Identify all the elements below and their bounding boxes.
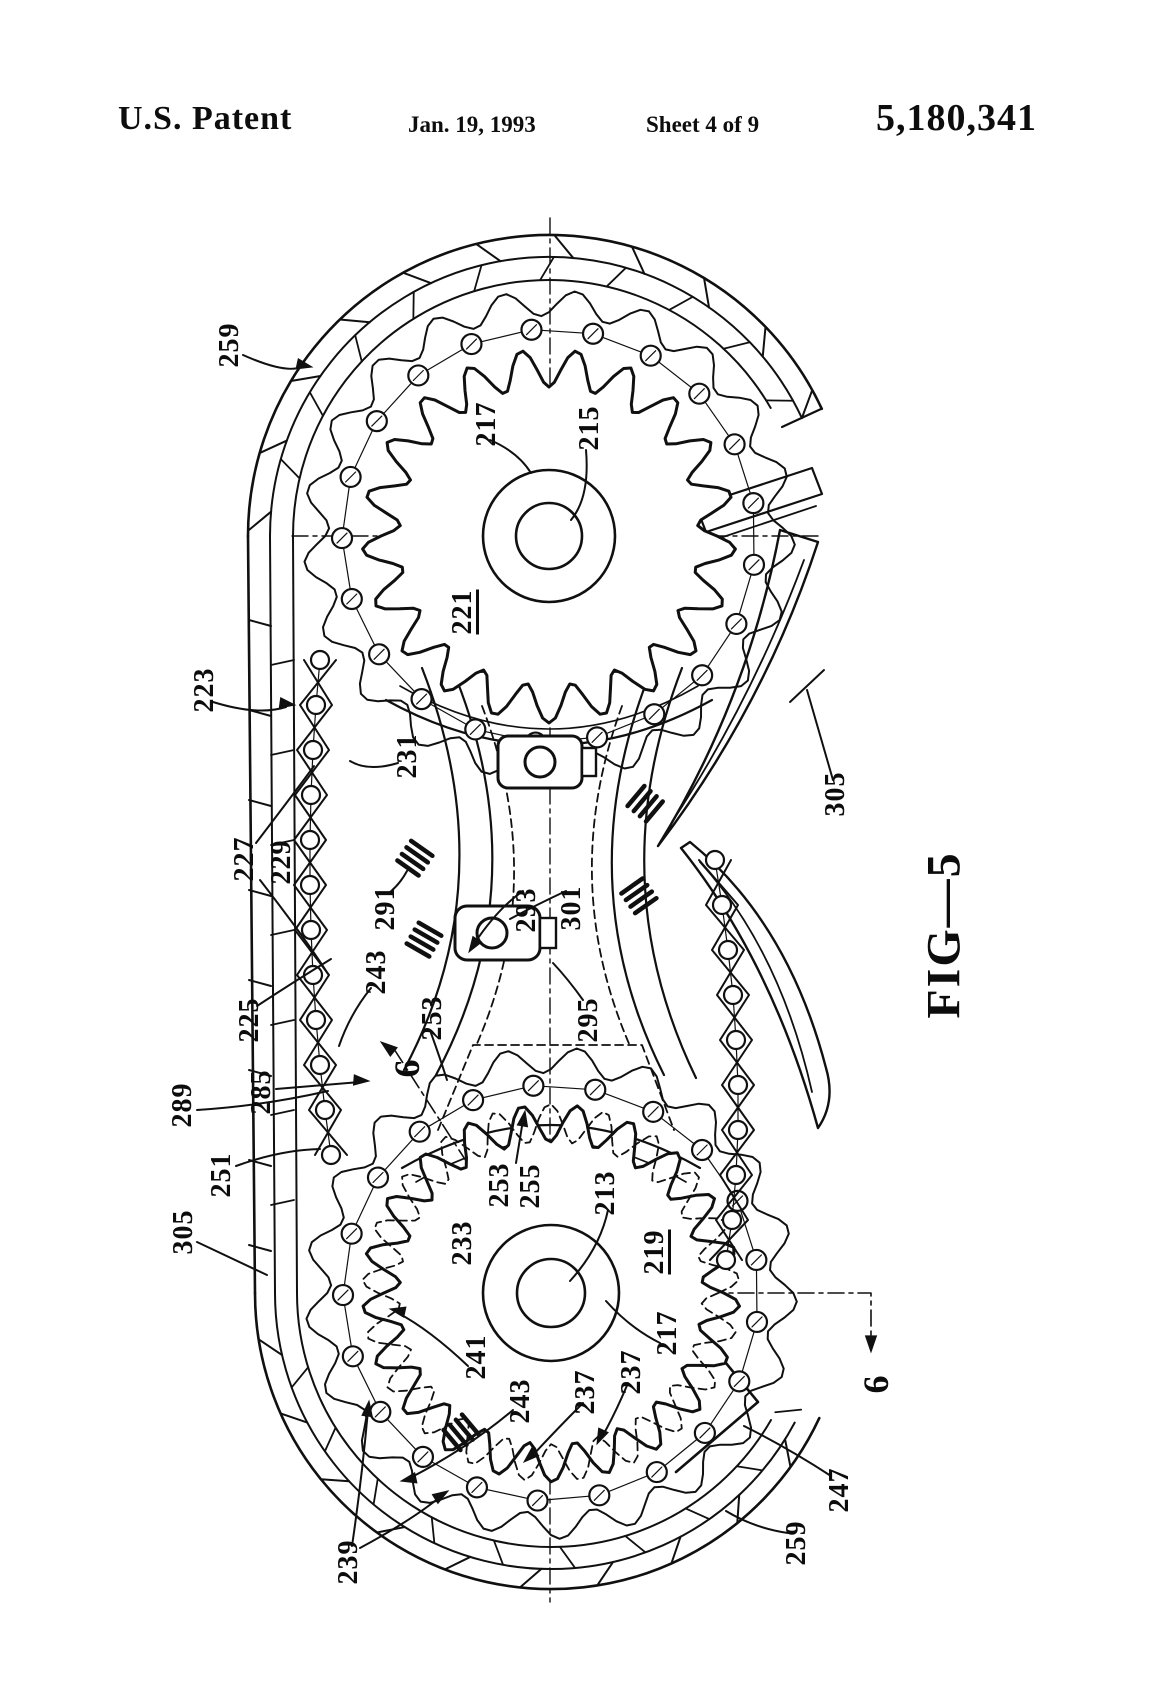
band-segment-divider: [476, 244, 500, 261]
chain-roller: [311, 1056, 329, 1074]
band-segment-divider: [271, 930, 294, 935]
chain-roller: [729, 1121, 747, 1139]
band-segment-divider: [248, 512, 271, 531]
chain-roller: [713, 896, 731, 914]
band-segment-divider: [785, 1439, 790, 1467]
leader-line: [790, 670, 824, 702]
leader-line: [352, 1410, 368, 1546]
band-segment-divider: [292, 1367, 308, 1387]
leader-line: [257, 959, 331, 1006]
band-segment-divider: [271, 750, 294, 755]
band-segment-divider: [560, 1547, 575, 1568]
band-segment-divider: [474, 265, 481, 291]
chain-roller: [311, 651, 329, 669]
band-segment-divider: [737, 1466, 763, 1470]
chain-roller: [307, 1011, 325, 1029]
chain-roller: [723, 1211, 741, 1229]
chain-run-plates: [294, 660, 347, 1155]
band-inner-left-edge: [293, 536, 297, 1293]
band-segment-divider: [520, 1569, 541, 1588]
leader-line: [339, 988, 371, 1046]
lower-pin-tab: [540, 918, 556, 948]
band-segment-divider: [310, 392, 323, 416]
band-segment-divider: [355, 335, 362, 361]
band-segment-divider: [249, 620, 271, 626]
leader-line: [236, 1149, 320, 1166]
chain-roller: [301, 831, 319, 849]
chain-roller: [706, 851, 724, 869]
band-segment-divider: [374, 1479, 378, 1505]
band-mid-left-edge: [270, 536, 275, 1293]
band-segment-divider: [291, 376, 320, 381]
leader-line: [243, 355, 303, 369]
band-segment-divider: [271, 660, 294, 665]
band-segment-divider: [271, 840, 294, 845]
band-segment-divider: [403, 273, 431, 283]
band-segment-divider: [249, 800, 271, 806]
leader-arrowhead: [866, 1336, 877, 1352]
chain-run-plates: [294, 660, 341, 1155]
chain-roller: [307, 696, 325, 714]
band-outer-left-edge: [248, 536, 255, 1293]
upper-pin: [525, 747, 555, 777]
leader-line: [197, 1091, 328, 1110]
leader-arrowhead: [381, 1042, 397, 1056]
chain-roller: [302, 786, 320, 804]
leader-arrowhead: [279, 698, 295, 708]
chain-roller: [717, 1251, 735, 1269]
leader-line: [726, 1511, 788, 1533]
band-segment-divider: [340, 319, 370, 322]
chain-run-pitchline: [310, 660, 331, 1155]
bottom-sprocket-bore: [517, 1259, 585, 1327]
chain-roller: [301, 876, 319, 894]
band-segment-divider: [686, 1508, 710, 1519]
band-segment-divider: [540, 257, 554, 280]
upper-pin-tab: [582, 748, 596, 776]
band-segment-divider: [704, 278, 709, 307]
band-segment-divider: [775, 1410, 801, 1413]
leader-line: [553, 963, 583, 1000]
leader-arrowhead: [401, 1473, 417, 1483]
band-segment-divider: [724, 342, 750, 349]
band-segment-divider: [625, 1536, 645, 1552]
chain-roller: [727, 1166, 745, 1184]
chain-roller: [316, 1101, 334, 1119]
leader-arrowhead: [354, 1075, 370, 1085]
chain-roller: [322, 1146, 340, 1164]
leader-line: [807, 690, 833, 780]
leader-line: [350, 761, 398, 767]
band-segment-divider: [763, 327, 766, 357]
band-segment-divider: [249, 1245, 271, 1251]
band-segment-divider: [554, 235, 573, 258]
band-segment-divider: [494, 1540, 503, 1564]
chain-roller: [724, 986, 742, 1004]
band-segment-divider: [271, 1020, 294, 1025]
leader-line: [389, 871, 407, 893]
top-sprocket-bore: [516, 503, 582, 569]
band-segment-divider: [445, 1557, 470, 1569]
chain-roller: [729, 1076, 747, 1094]
band-segment-divider: [281, 459, 300, 478]
band-segment-divider: [669, 297, 693, 310]
band-segment-divider: [325, 1428, 336, 1452]
band-segment-divider: [432, 1517, 435, 1543]
band-end-edge: [782, 409, 821, 427]
chain-roller: [302, 921, 320, 939]
chain-roller: [727, 1031, 745, 1049]
band-segment-divider: [321, 1479, 349, 1481]
chain-roller: [304, 741, 322, 759]
pivot-shoe-lower: [681, 842, 830, 1128]
chain-roller: [719, 941, 737, 959]
band-segment-divider: [607, 268, 626, 287]
